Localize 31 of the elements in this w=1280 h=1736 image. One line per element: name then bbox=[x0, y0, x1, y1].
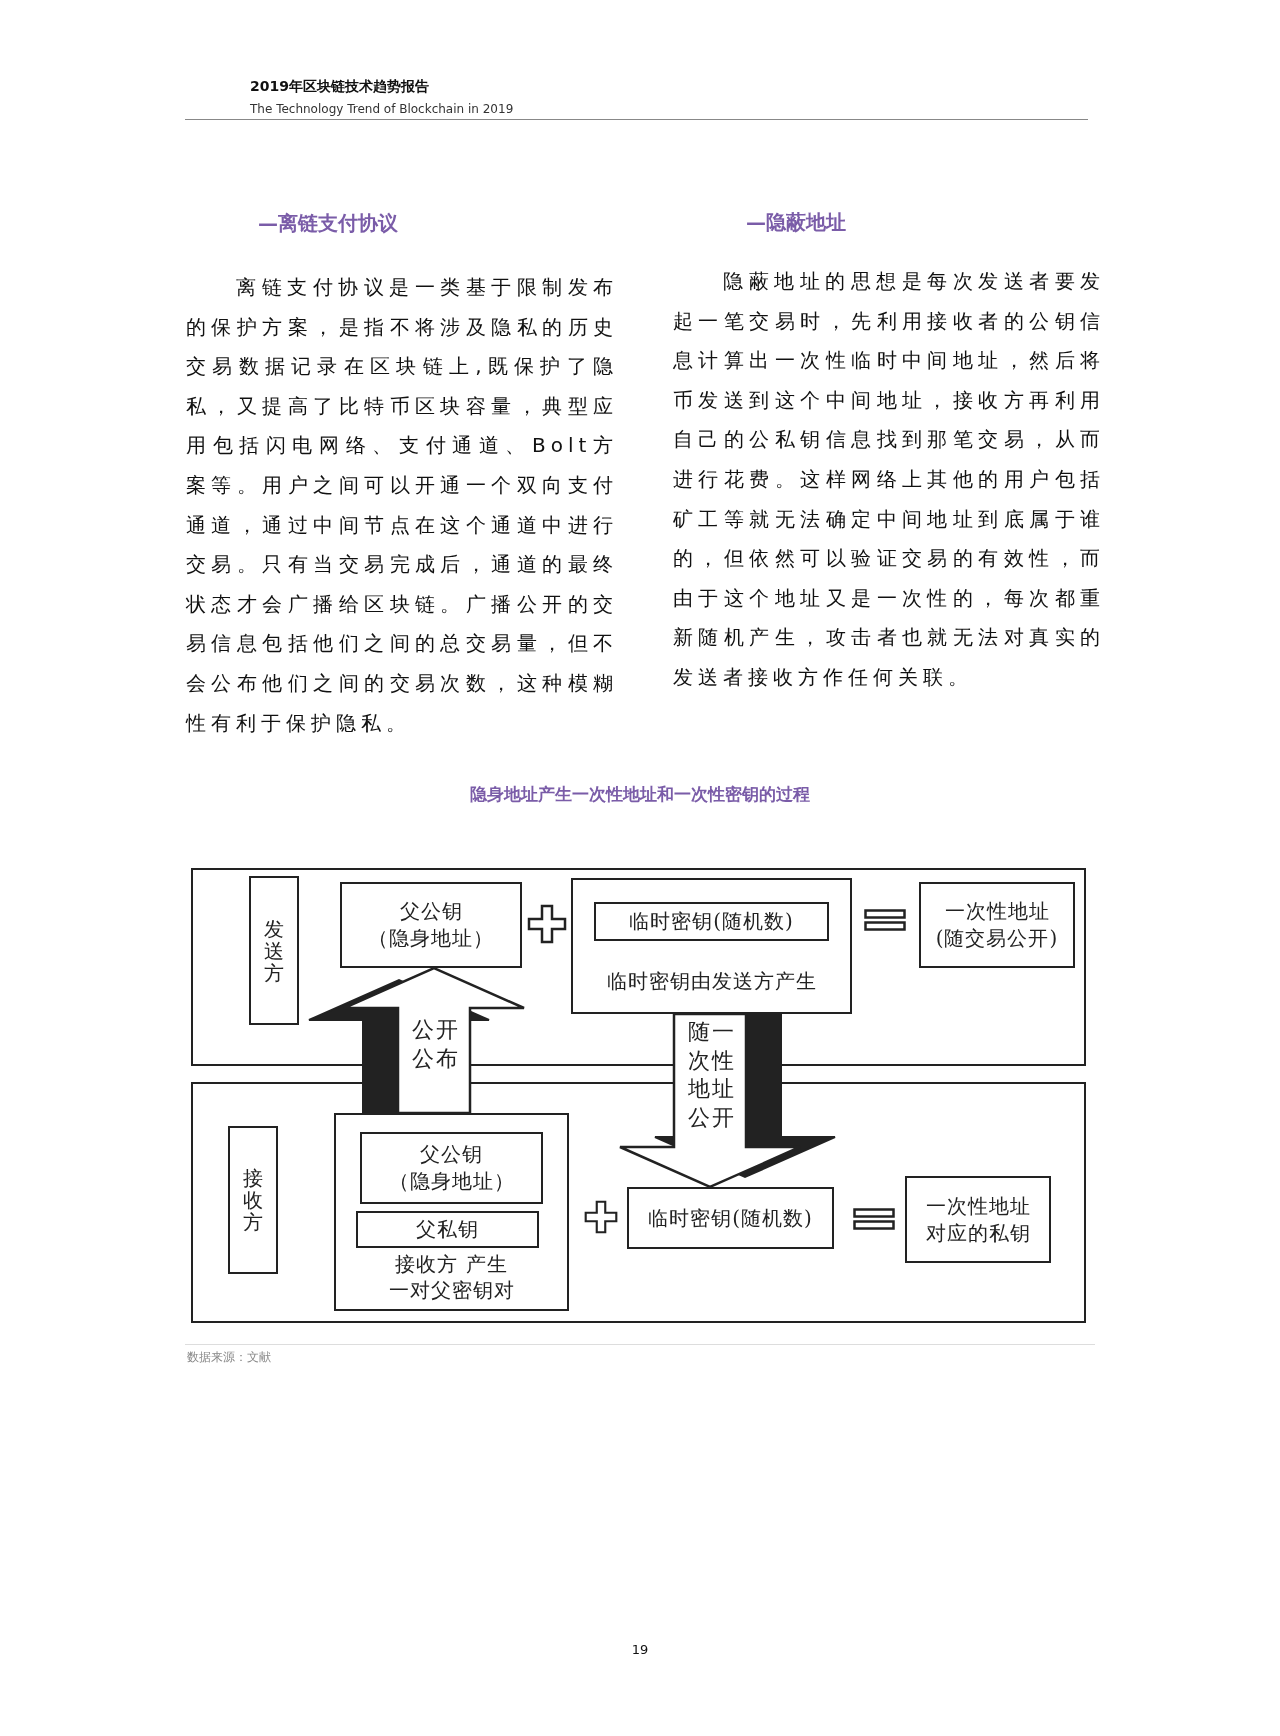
box-text: 发送方 bbox=[264, 917, 284, 984]
report-title: 2019年区块链技术趋势报告 bbox=[250, 78, 430, 96]
key-box bbox=[905, 1176, 1051, 1263]
section-heading: —离链支付协议 bbox=[258, 210, 399, 237]
section-heading: —隐蔽地址 bbox=[746, 209, 847, 236]
key-box bbox=[340, 882, 522, 968]
box-text: 接收方 bbox=[243, 1167, 263, 1233]
key-box bbox=[594, 902, 829, 941]
box-text: 一次性地址(随交易公开) bbox=[934, 898, 1060, 952]
box-text: 父公钥（隐身地址） bbox=[367, 898, 495, 952]
body-paragraph: 隐蔽地址的思想是每次发送者要发起一笔交易时，先利用接收者的公钥信息计算出一次性临时中间地址，然后将币发送到这个中间地址，接收方再利用自己的公私钥信息找到那笔交易，从而进行花费。这样网络上其他的用户包括矿工等就无法确定中间地址到底属于谁的，但依然可以验证交易的有效性，而由于这个地址又是一次性的，每次都重新随机产生，攻击者也就无法对真实的发送者接收方作任何关联。 bbox=[673, 268, 1105, 691]
group-box bbox=[571, 878, 852, 1014]
figure-title: 隐身地址产生一次性地址和一次性密钥的过程 bbox=[469, 783, 811, 806]
key-box bbox=[627, 1187, 834, 1249]
key-box bbox=[919, 882, 1075, 968]
role-label-box bbox=[249, 876, 299, 1025]
page-number: 19 bbox=[630, 1642, 650, 1657]
box-text: 接收方 产生一对父密钥对 bbox=[387, 1251, 516, 1303]
box-text: 临时密钥由发送方产生 bbox=[605, 968, 818, 994]
source-note: 数据来源：文献 bbox=[187, 1349, 272, 1366]
box-text: 父公钥（隐身地址） bbox=[387, 1141, 516, 1195]
key-box bbox=[360, 1132, 543, 1204]
role-label-box bbox=[228, 1126, 278, 1274]
group-box bbox=[334, 1113, 569, 1311]
box-text: 一次性地址对应的私钥 bbox=[924, 1192, 1032, 1247]
box-text: 父私钥 bbox=[416, 1216, 479, 1243]
body-paragraph: 离链支付协议是一类基于限制发布的保护方案，是指不将涉及隐私的历史交易数据记录在区块链上,既保护了隐私，又提高了比特币区块容量，典型应用包括闪电网络、支付通道、Bolt方案等。用户之间可以开通一个双向支付通道，通过中间节点在这个通道中进行交易。只有当交易完成后，通道的最终状态才会广播给区块链。广播公开的交易信息包括他们之间的总交易量，但不会公布他们之间的交易次数，这种模糊性有利于保护隐私。 bbox=[186, 274, 618, 737]
key-box bbox=[356, 1211, 539, 1248]
report-subtitle: The Technology Trend of Blockchain in 2019 bbox=[250, 102, 515, 116]
box-text: 临时密钥(随机数) bbox=[629, 908, 794, 935]
box-text: 临时密钥(随机数) bbox=[648, 1204, 813, 1232]
